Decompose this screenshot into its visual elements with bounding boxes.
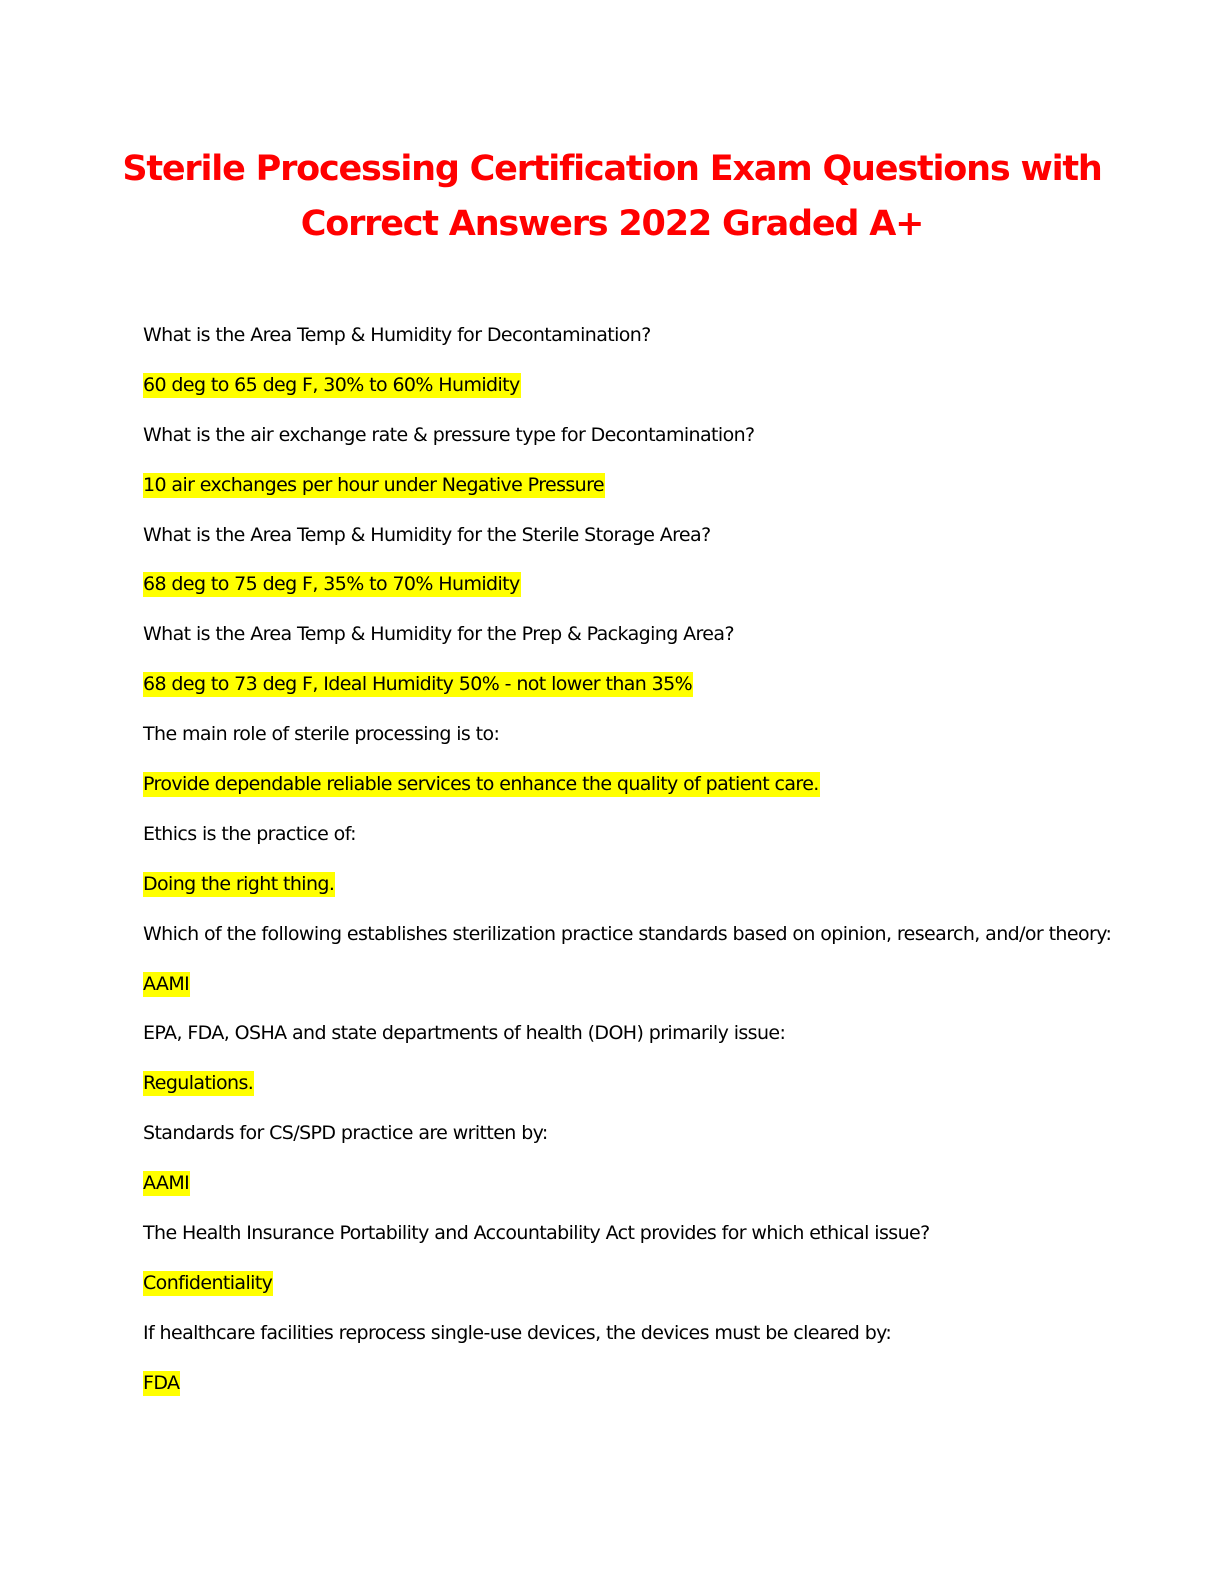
answer-9: AAMI <box>143 1167 1143 1217</box>
answer-text: Confidentiality <box>143 1270 274 1296</box>
answer-text: Regulations. <box>143 1071 255 1097</box>
question-text: Which of the following establishes steri… <box>143 922 1112 945</box>
answer-text: 68 deg to 75 deg F, 35% to 70% Humidity <box>143 572 521 598</box>
answer-text: Doing the right thing. <box>143 871 336 897</box>
answer-3: 68 deg to 75 deg F, 35% to 70% Humidity <box>143 568 1143 618</box>
question-5: The main role of sterile processing is t… <box>143 718 1143 768</box>
question-9: Standards for CS/SPD practice are writte… <box>143 1117 1143 1167</box>
answer-1: 60 deg to 65 deg F, 30% to 60% Humidity <box>143 369 1143 419</box>
question-text: The main role of sterile processing is t… <box>143 723 500 746</box>
question-text: Standards for CS/SPD practice are writte… <box>143 1122 548 1145</box>
answer-10: Confidentiality <box>143 1267 1143 1317</box>
answer-text: AAMI <box>143 971 191 997</box>
answer-4: 68 deg to 73 deg F, Ideal Humidity 50% -… <box>143 668 1143 718</box>
question-7: Which of the following establishes steri… <box>143 918 1143 968</box>
question-11: If healthcare facilities reprocess singl… <box>143 1317 1143 1367</box>
question-6: Ethics is the practice of: <box>143 818 1143 868</box>
answer-text: 60 deg to 65 deg F, 30% to 60% Humidity <box>143 372 521 398</box>
answer-text: 10 air exchanges per hour under Negative… <box>143 472 606 498</box>
title-line-2: Correct Answers 2022 Graded A+ <box>300 204 925 244</box>
question-8: EPA, FDA, OSHA and state departments of … <box>143 1017 1143 1067</box>
question-text: If healthcare facilities reprocess singl… <box>143 1321 892 1344</box>
question-2: What is the air exchange rate & pressure… <box>143 419 1143 469</box>
qa-list: What is the Area Temp & Humidity for Dec… <box>143 319 1143 1417</box>
question-text: What is the Area Temp & Humidity for Dec… <box>143 324 651 346</box>
answer-2: 10 air exchanges per hour under Negative… <box>143 469 1143 519</box>
answer-text: AAMI <box>143 1171 191 1197</box>
question-text: EPA, FDA, OSHA and state departments of … <box>143 1022 786 1045</box>
document-title: Sterile Processing Certification Exam Qu… <box>0 142 1224 252</box>
question-text: What is the air exchange rate & pressure… <box>143 423 755 446</box>
answer-5: Provide dependable reliable services to … <box>143 768 1143 818</box>
question-3: What is the Area Temp & Humidity for the… <box>143 519 1143 569</box>
question-text: The Health Insurance Portability and Acc… <box>143 1222 930 1245</box>
answer-8: Regulations. <box>143 1067 1143 1117</box>
answer-11: FDA <box>143 1367 1143 1417</box>
title-line-1: Sterile Processing Certification Exam Qu… <box>122 149 1102 189</box>
answer-6: Doing the right thing. <box>143 868 1143 918</box>
question-text: What is the Area Temp & Humidity for the… <box>143 523 711 546</box>
question-text: What is the Area Temp & Humidity for the… <box>143 623 735 646</box>
question-10: The Health Insurance Portability and Acc… <box>143 1217 1143 1267</box>
answer-text: 68 deg to 73 deg F, Ideal Humidity 50% -… <box>143 672 694 698</box>
question-1: What is the Area Temp & Humidity for Dec… <box>143 319 1143 369</box>
question-text: Ethics is the practice of: <box>143 822 357 845</box>
question-4: What is the Area Temp & Humidity for the… <box>143 618 1143 668</box>
answer-text: FDA <box>143 1370 181 1396</box>
answer-text: Provide dependable reliable services to … <box>143 772 820 798</box>
answer-7: AAMI <box>143 968 1143 1018</box>
